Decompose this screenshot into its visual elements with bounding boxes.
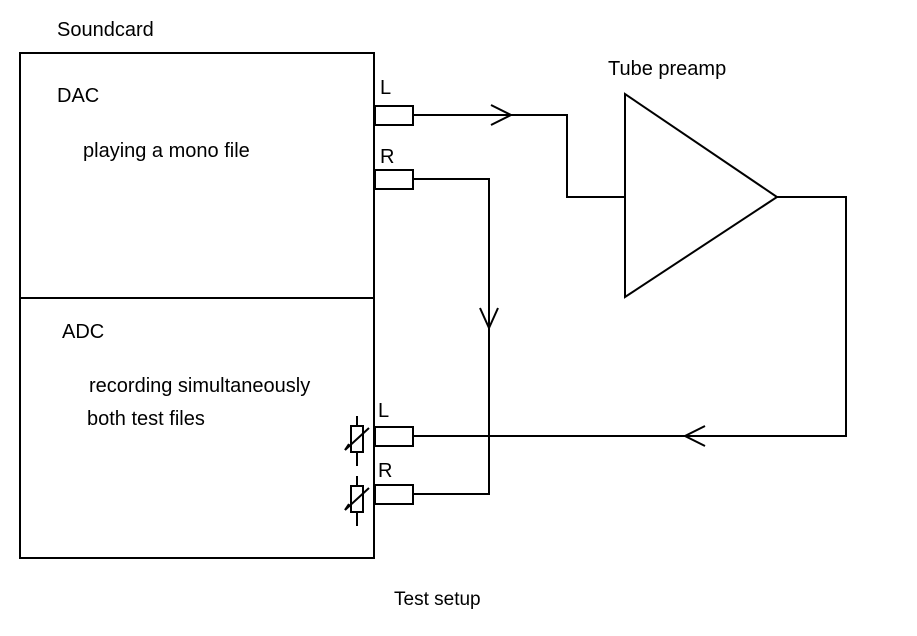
dac-label: DAC (57, 85, 99, 107)
adc-description-line2: both test files (87, 408, 205, 430)
soundcard-label: Soundcard (57, 19, 154, 41)
arrow-left-icon (682, 425, 706, 447)
wire-dac-left-to-preamp (413, 114, 625, 198)
adc-in-right-label: R (378, 460, 392, 482)
adc-label: ADC (62, 321, 104, 343)
adc-right-pot-icon (344, 476, 370, 526)
preamp-triangle-icon (624, 92, 779, 299)
adc-in-left-jack (374, 426, 414, 447)
preamp-label: Tube preamp (608, 58, 726, 80)
dac-description: playing a mono file (83, 140, 250, 162)
soundcard-box (19, 52, 375, 559)
wire-preamp-to-adc-left (413, 196, 847, 437)
adc-left-pot-icon (344, 416, 370, 466)
wire-dac-right-to-adc-right (413, 178, 490, 495)
dac-out-right-jack (374, 169, 414, 190)
dac-out-left-label: L (380, 77, 391, 99)
arrow-right-icon (490, 104, 514, 126)
arrow-down-icon (479, 307, 499, 331)
adc-description-line1: recording simultaneously (89, 375, 310, 397)
adc-in-right-jack (374, 484, 414, 505)
dac-out-right-label: R (380, 146, 394, 168)
dac-out-left-jack (374, 105, 414, 126)
caption: Test setup (394, 589, 481, 610)
adc-in-left-label: L (378, 400, 389, 422)
